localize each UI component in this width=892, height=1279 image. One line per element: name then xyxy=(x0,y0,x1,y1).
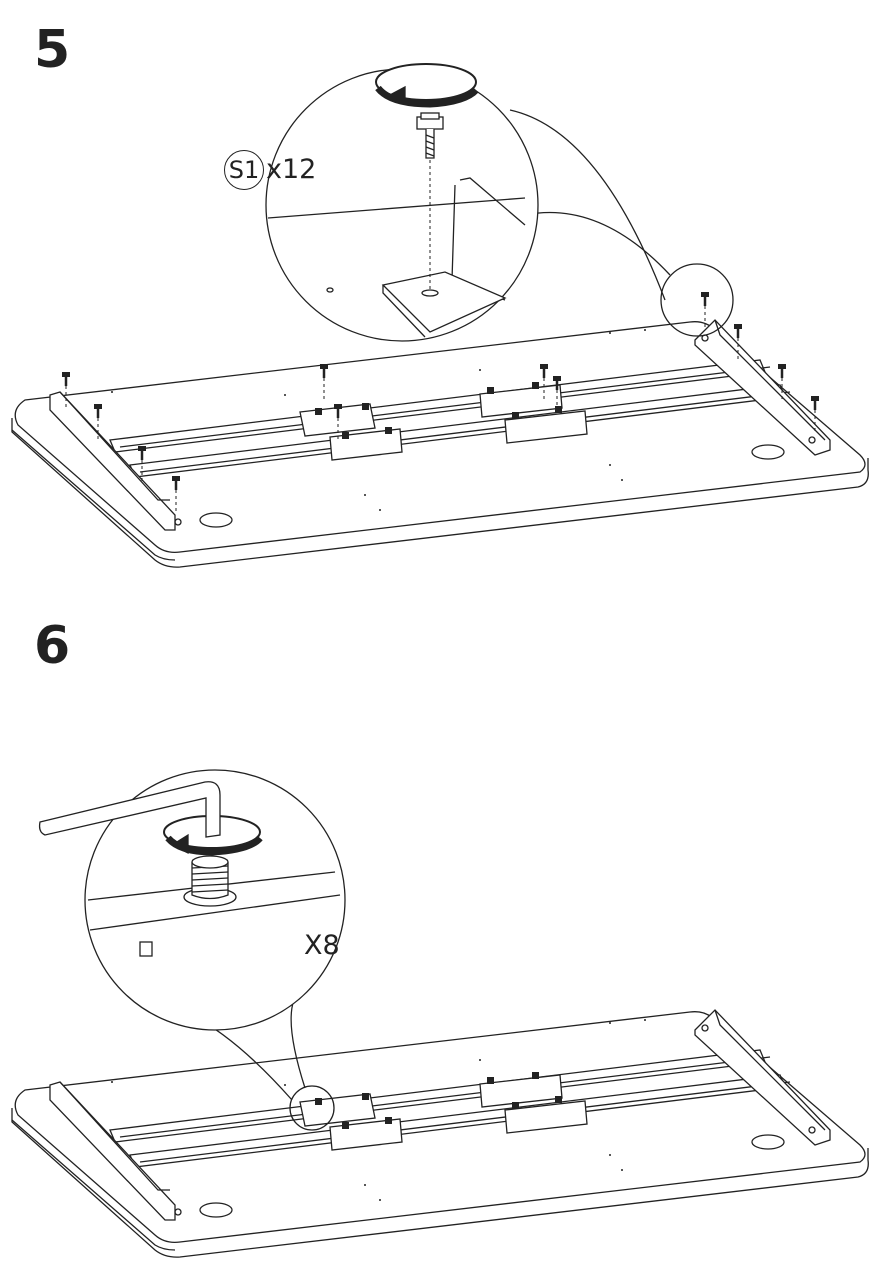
part-label-badge: S1 xyxy=(224,150,264,190)
step-6-number: 6 xyxy=(34,616,71,676)
step-6-board xyxy=(11,1009,869,1258)
hex-key-icon xyxy=(38,781,221,838)
rotate-arrow-icon xyxy=(388,85,406,106)
step-6-quantity: X8 xyxy=(304,930,340,961)
rotate-arrow-icon xyxy=(170,833,189,855)
step-5-quantity: x12 xyxy=(266,154,317,185)
step-6-magnifier xyxy=(38,769,346,1131)
step-5-number: 5 xyxy=(34,20,71,80)
step-5-magnifier xyxy=(265,63,734,342)
